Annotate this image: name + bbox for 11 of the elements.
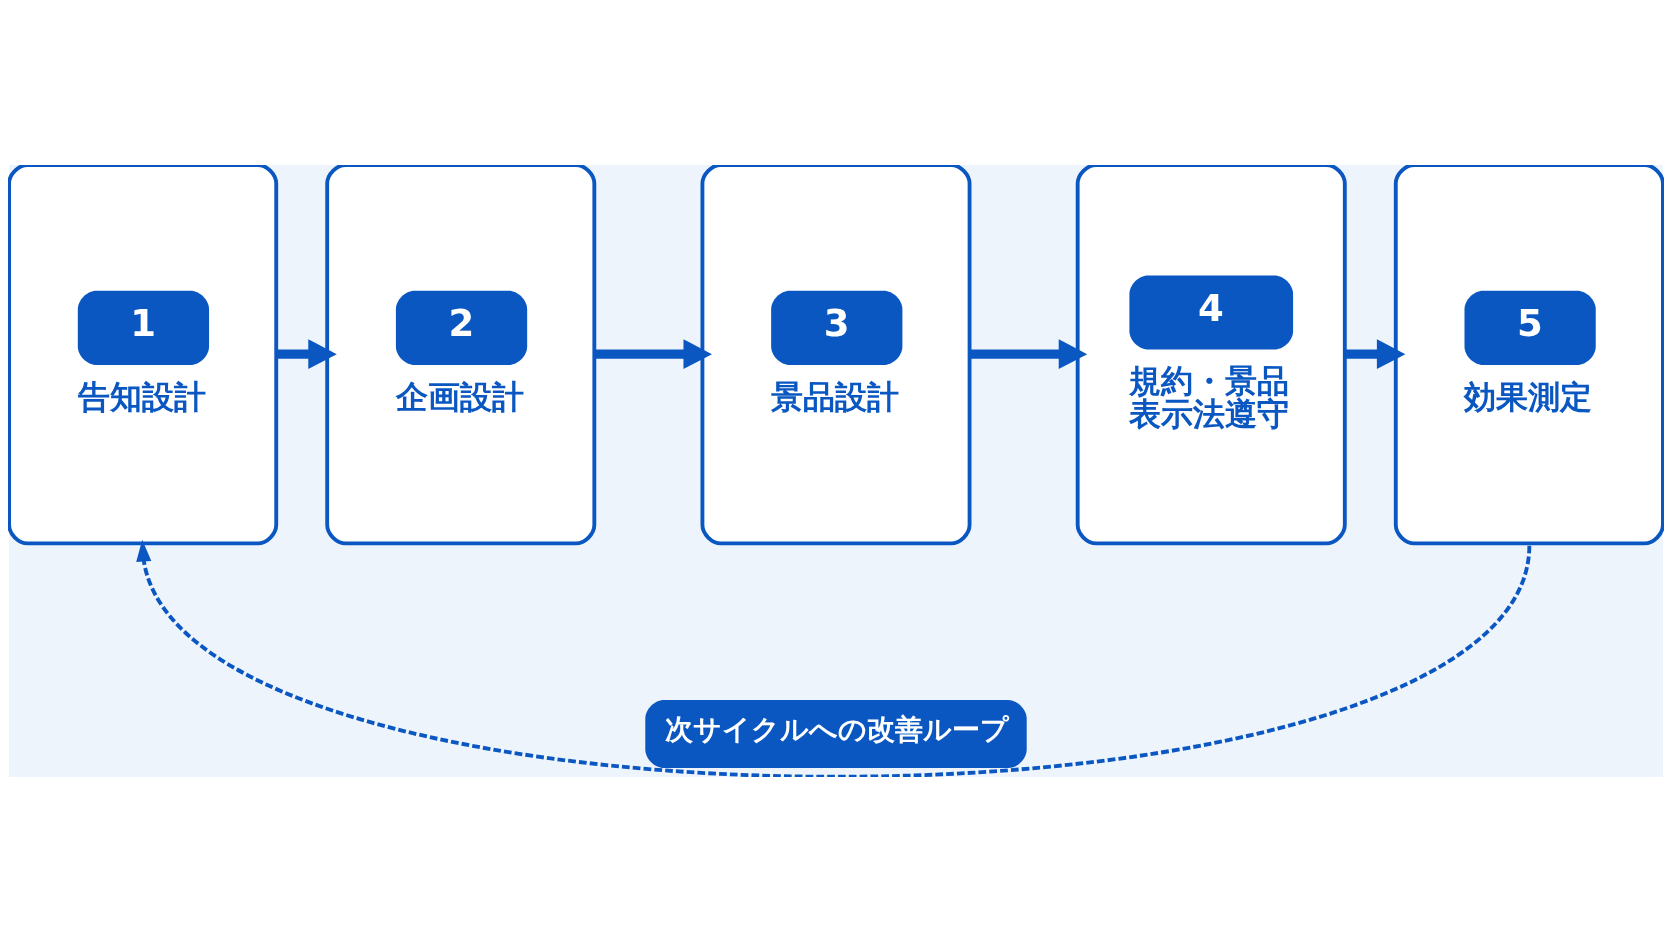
node-box: 5 効果測定: [1393, 164, 1664, 545]
node-box: 2 企画設計: [325, 164, 597, 545]
node-box: 1 告知設計: [8, 164, 279, 545]
arrow: [276, 338, 337, 369]
edge-label: 次サイクルへの改善ループ: [664, 712, 1009, 746]
node-box: 4 規約・景品表示法遵守: [1075, 164, 1347, 545]
arrow: [594, 338, 712, 369]
arrow: [969, 338, 1088, 369]
arrow: [1345, 338, 1406, 369]
node-box: 3 景品設計: [700, 164, 972, 545]
arrow: [136, 539, 1532, 777]
